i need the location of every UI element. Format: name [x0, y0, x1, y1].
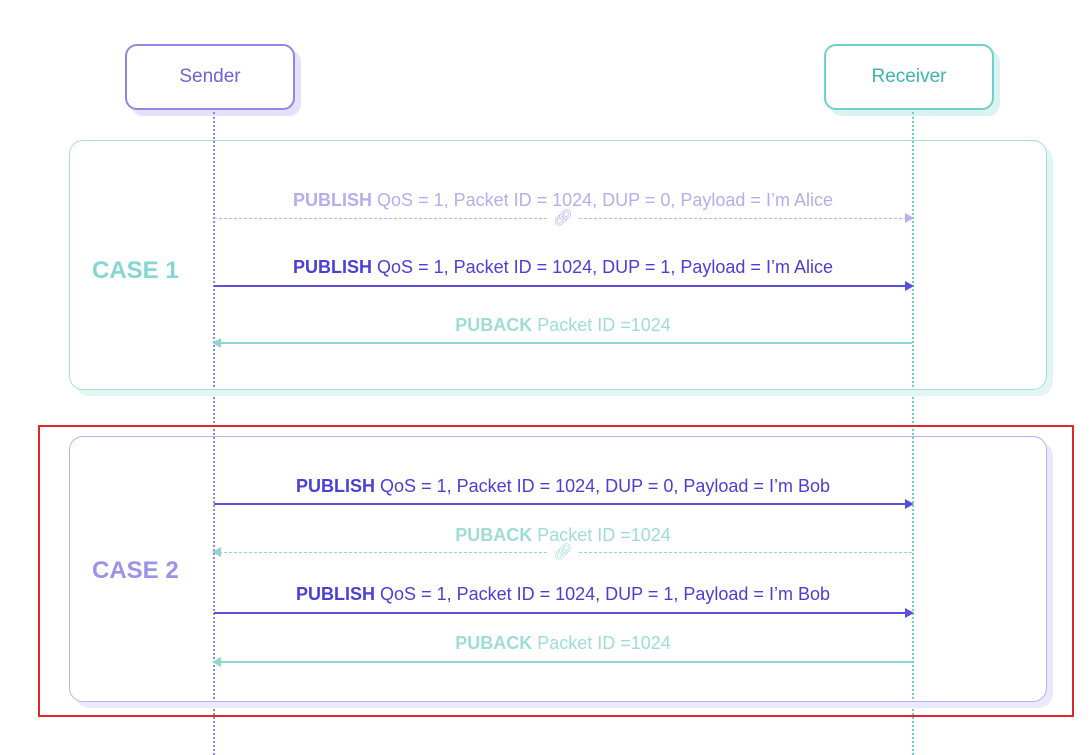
- case1-msg2-type: PUBLISH: [293, 257, 373, 277]
- case1-msg3-arrow: [212, 338, 912, 348]
- receiver-label: Receiver: [871, 66, 947, 87]
- case-2-highlight-box: [38, 425, 1074, 717]
- case2-msg2-detail: Packet ID =1024: [537, 525, 671, 545]
- case2-msg4-label: PUBACK Packet ID =1024: [214, 633, 912, 654]
- case2-msg4-arrow: [212, 657, 912, 667]
- arrowhead-icon: [905, 499, 914, 509]
- case2-msg2-type: PUBACK: [455, 525, 533, 545]
- case2-msg1-label: PUBLISH QoS = 1, Packet ID = 1024, DUP =…: [214, 476, 912, 497]
- case2-msg2-label: PUBACK Packet ID =1024: [214, 525, 912, 546]
- receiver-actor: Receiver: [824, 44, 994, 110]
- broken-link-icon: 🔗︎: [546, 208, 580, 228]
- case1-msg3-detail: Packet ID =1024: [537, 315, 671, 335]
- case2-msg3-label: PUBLISH QoS = 1, Packet ID = 1024, DUP =…: [214, 584, 912, 605]
- case2-msg4-type: PUBACK: [455, 633, 533, 653]
- case2-msg1-arrow: [214, 499, 914, 509]
- case2-msg3-type: PUBLISH: [296, 584, 376, 604]
- case-2-box: [69, 436, 1047, 702]
- sender-lifeline: [213, 112, 215, 755]
- case2-msg3-arrow: [214, 608, 914, 618]
- case1-msg3-type: PUBACK: [455, 315, 533, 335]
- case1-msg1-label: PUBLISH QoS = 1, Packet ID = 1024, DUP =…: [214, 190, 912, 211]
- arrowhead-icon: [212, 657, 221, 667]
- sender-actor: Sender: [125, 44, 295, 110]
- receiver-lifeline: [912, 112, 914, 755]
- case-1-label: CASE 1: [92, 257, 179, 284]
- case1-msg2-detail: QoS = 1, Packet ID = 1024, DUP = 1, Payl…: [377, 257, 833, 277]
- case2-msg3-detail: QoS = 1, Packet ID = 1024, DUP = 1, Payl…: [380, 584, 830, 604]
- case1-msg1-detail: QoS = 1, Packet ID = 1024, DUP = 0, Payl…: [377, 190, 833, 210]
- case-2-label: CASE 2: [92, 557, 179, 584]
- case1-msg2-arrow: [214, 281, 914, 291]
- case1-msg3-label: PUBACK Packet ID =1024: [214, 315, 912, 336]
- case1-msg1-type: PUBLISH: [293, 190, 373, 210]
- arrowhead-icon: [212, 338, 221, 348]
- case2-msg1-detail: QoS = 1, Packet ID = 1024, DUP = 0, Payl…: [380, 476, 830, 496]
- arrowhead-icon: [905, 213, 914, 223]
- arrowhead-icon: [212, 547, 221, 557]
- arrowhead-icon: [905, 281, 914, 291]
- case-1-box: [69, 140, 1047, 390]
- sender-label: Sender: [179, 66, 241, 87]
- case2-msg1-type: PUBLISH: [296, 476, 376, 496]
- arrowhead-icon: [905, 608, 914, 618]
- case2-msg4-detail: Packet ID =1024: [537, 633, 671, 653]
- broken-link-icon: 🔗︎: [546, 542, 580, 562]
- case1-msg2-label: PUBLISH QoS = 1, Packet ID = 1024, DUP =…: [214, 257, 912, 278]
